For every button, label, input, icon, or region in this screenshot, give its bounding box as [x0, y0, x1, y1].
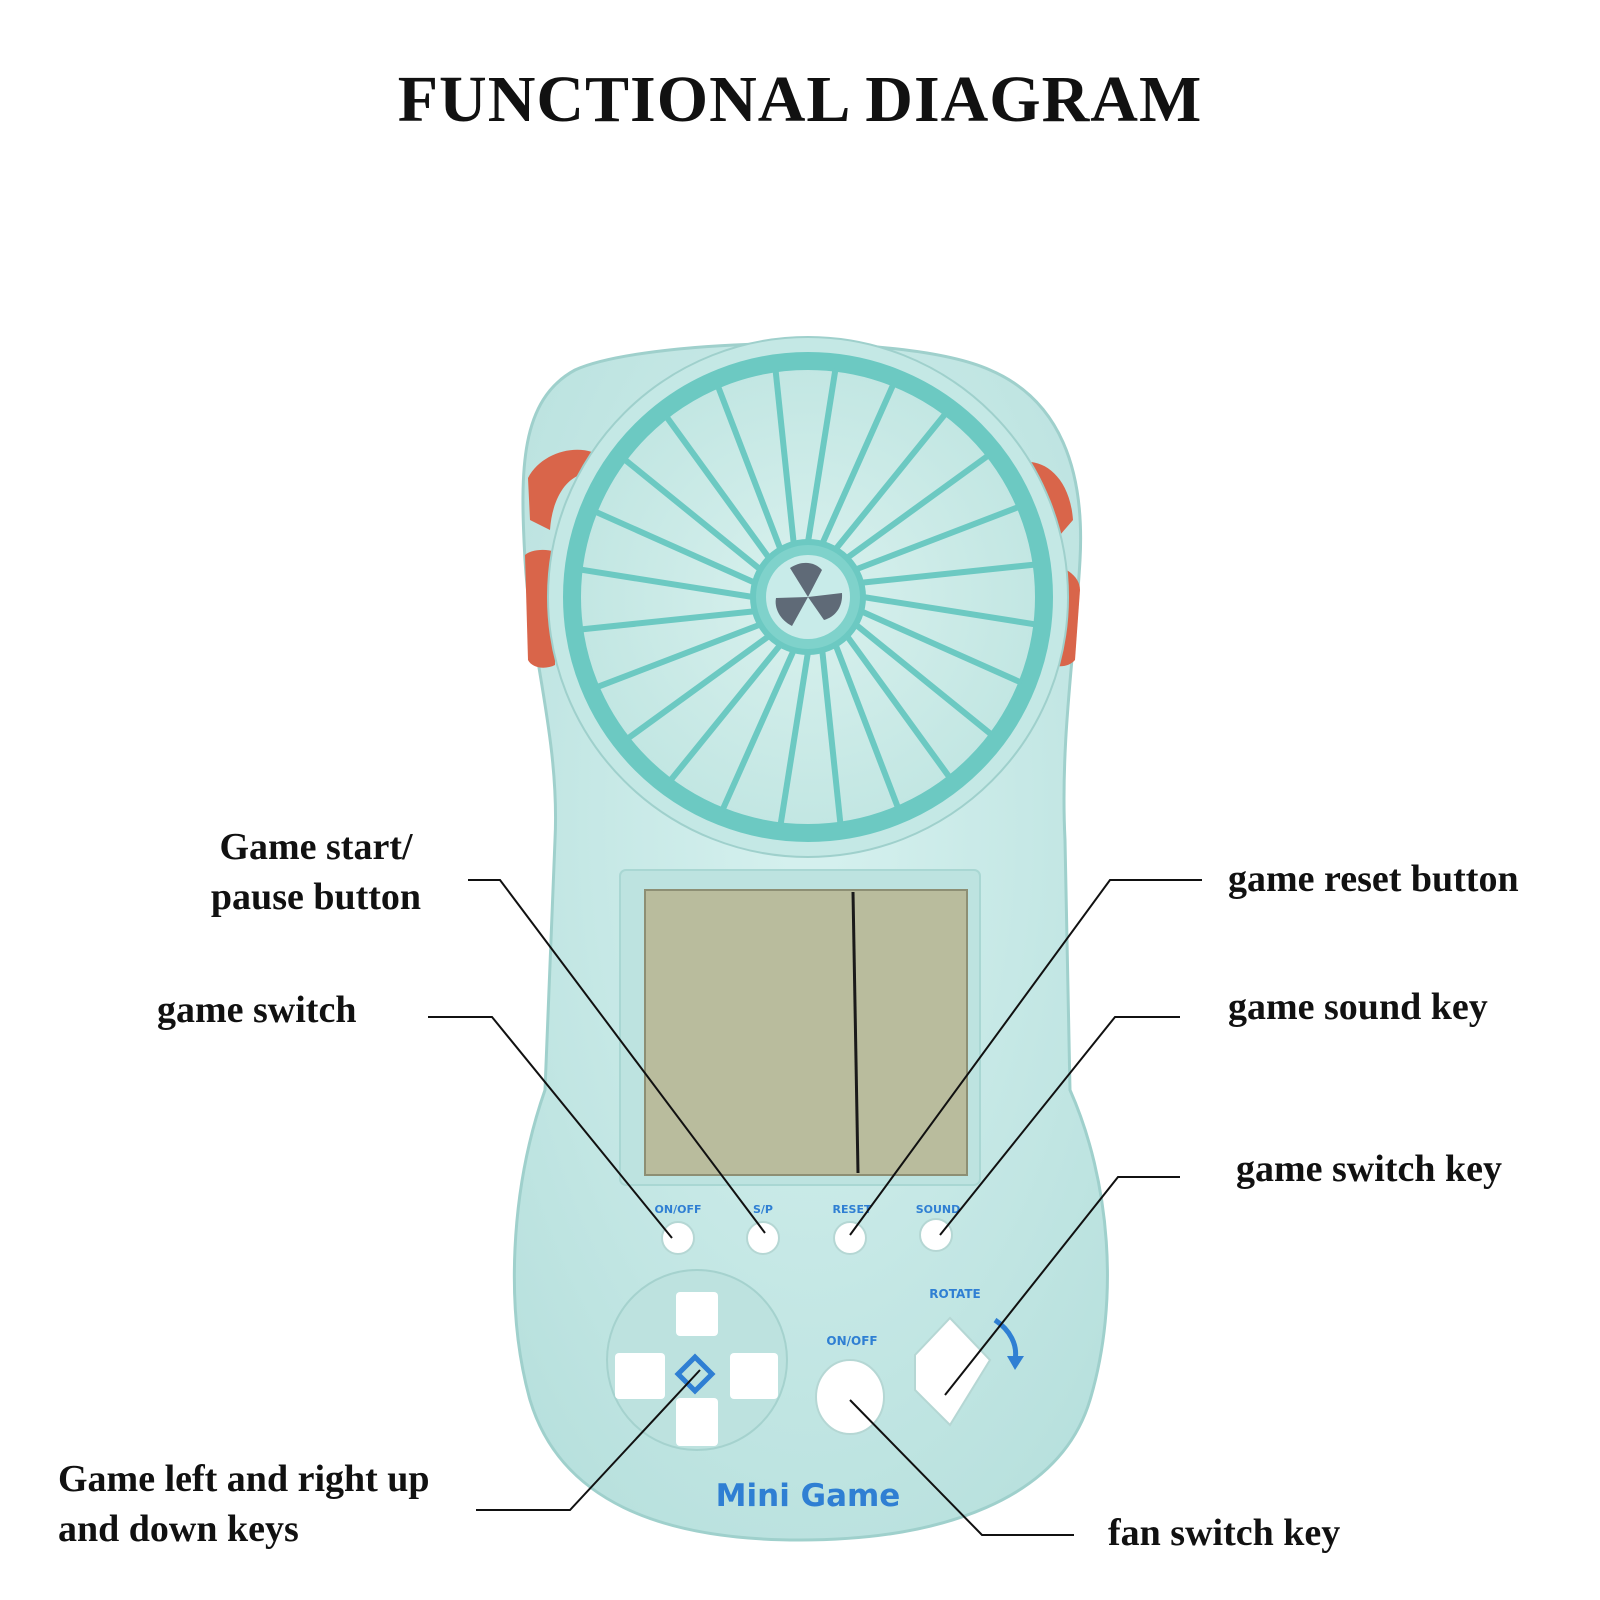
- start-pause-button[interactable]: [746, 1221, 780, 1255]
- fan-spoke: [845, 452, 991, 561]
- lcd-screen: [619, 869, 981, 1186]
- rotate-button[interactable]: [914, 1316, 992, 1427]
- sound-label: SOUND: [916, 1203, 961, 1216]
- callout-start-pause: Game start/ pause button: [196, 822, 436, 922]
- leader-game-switch: [428, 1016, 673, 1239]
- fan-spoke: [625, 633, 771, 742]
- callout-sound: game sound key: [1228, 986, 1488, 1028]
- on-off-small-button[interactable]: [661, 1221, 695, 1255]
- accent-left-bottom: [525, 549, 555, 668]
- dpad-left-button[interactable]: [615, 1353, 665, 1399]
- fan-spoke: [714, 384, 784, 551]
- fan-spoke: [595, 621, 762, 691]
- sp-label: S/P: [753, 1203, 773, 1216]
- on-off-big-label: ON/OFF: [826, 1334, 877, 1348]
- fan-spoke: [719, 648, 797, 812]
- fan-spoke: [579, 566, 754, 600]
- reset-button[interactable]: [833, 1221, 867, 1255]
- dpad: [606, 1269, 788, 1451]
- callout-dpad: Game left and right up and down keys: [58, 1454, 430, 1554]
- callout-fan: fan switch key: [1108, 1512, 1341, 1554]
- dpad-center-diamond-icon: [674, 1353, 716, 1395]
- callout-switch-key: game switch key: [1236, 1148, 1502, 1190]
- callout-dpad-line-1: Game left and right up: [58, 1458, 430, 1500]
- callout-dpad-line-2: and down keys: [58, 1508, 299, 1550]
- leader-lines: [428, 879, 1202, 1536]
- leader-fan: [849, 1399, 1074, 1536]
- callout-start-pause-line-1: Game start/: [219, 826, 413, 868]
- callout-start-pause-line-2: pause button: [210, 876, 422, 918]
- accent-left-top: [528, 449, 592, 530]
- fan-spoke: [593, 508, 757, 586]
- fan-spoke: [772, 368, 797, 545]
- fan-spoke: [663, 414, 772, 560]
- fan-spoke: [819, 649, 844, 826]
- fan-spoke: [853, 622, 994, 738]
- fan-spoke: [667, 642, 783, 783]
- rotate-arrowhead-icon: [1007, 1356, 1024, 1370]
- fan-logo-icon: [775, 562, 843, 626]
- fan-spoke: [862, 594, 1037, 628]
- leader-sound: [939, 1016, 1180, 1236]
- small-button-row: ON/OFF S/P RESET SOUND: [655, 1203, 961, 1255]
- leader-reset: [849, 879, 1202, 1236]
- fan-spoke: [854, 503, 1021, 573]
- fan-spoke: [844, 634, 953, 780]
- callout-game-switch: game switch: [157, 989, 357, 1031]
- fan-spoke: [579, 608, 756, 633]
- fan-spoke: [819, 382, 897, 546]
- callout-reset: game reset button: [1228, 858, 1519, 900]
- leader-switch-key: [944, 1176, 1180, 1396]
- on-off-small-label: ON/OFF: [655, 1203, 702, 1216]
- sound-button[interactable]: [919, 1218, 953, 1252]
- dpad-up-button[interactable]: [676, 1292, 718, 1336]
- diagram-title: FUNCTIONAL DIAGRAM: [397, 63, 1203, 136]
- fan-assembly: [547, 336, 1069, 858]
- dpad-right-button[interactable]: [730, 1353, 778, 1399]
- fan-switch-button[interactable]: [815, 1359, 885, 1435]
- fan-spoke: [805, 368, 839, 543]
- fan-spoke: [860, 561, 1037, 586]
- brand-text: Mini Game: [716, 1478, 901, 1514]
- fan-spoke: [622, 456, 763, 572]
- fan-spoke: [777, 651, 811, 826]
- reset-label: RESET: [833, 1203, 872, 1216]
- dpad-down-button[interactable]: [676, 1398, 718, 1446]
- fan-spoke: [833, 411, 949, 552]
- fan-grill-spokes: [579, 368, 1037, 826]
- leader-dpad: [476, 1369, 701, 1511]
- fan-spoke: [832, 643, 902, 810]
- leader-start-pause: [468, 879, 766, 1234]
- fan-spoke: [859, 608, 1023, 686]
- rotate-label: ROTATE: [929, 1287, 980, 1301]
